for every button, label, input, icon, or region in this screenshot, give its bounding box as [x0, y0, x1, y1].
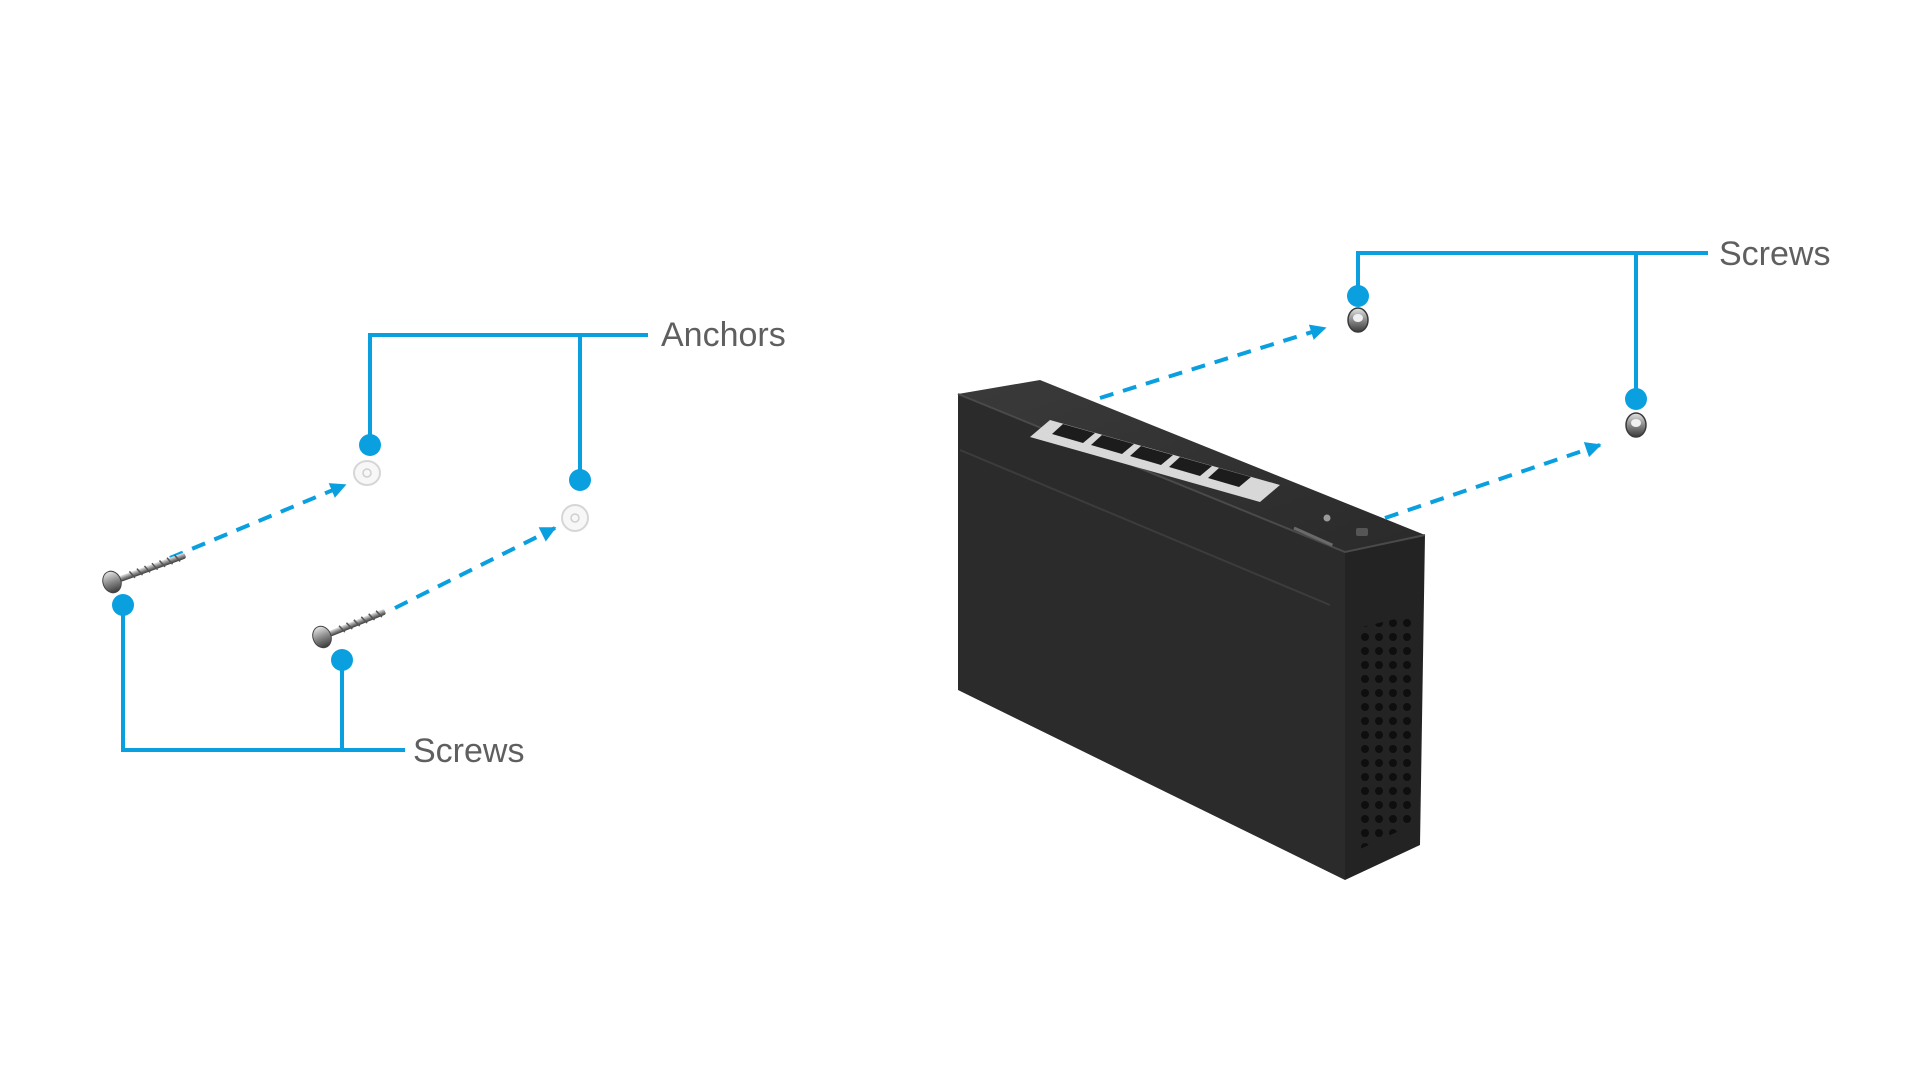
screws-callout-left: Screws — [112, 594, 524, 770]
screw-icon — [102, 553, 186, 594]
mount-arrow — [1384, 442, 1602, 520]
mount-arrow — [1099, 324, 1327, 400]
left-assembly: Anchors Scre — [102, 316, 786, 770]
anchor-icon — [561, 504, 589, 532]
screw-icon — [312, 609, 386, 649]
anchors-label: Anchors — [661, 316, 786, 354]
right-assembly: Screws — [957, 235, 1830, 880]
screw-icon — [1347, 307, 1369, 333]
power-jack — [1356, 528, 1368, 536]
screws-callout-right: Screws — [1347, 235, 1830, 410]
anchor-icon — [353, 460, 381, 486]
insert-arrow — [169, 483, 347, 560]
status-led — [1323, 514, 1331, 522]
anchors-callout: Anchors — [359, 316, 786, 491]
screws-label-right: Screws — [1719, 235, 1830, 273]
vent-grille — [1358, 615, 1412, 850]
ethernet-ports — [1030, 420, 1280, 502]
screws-label-left: Screws — [413, 732, 524, 770]
network-switch-icon — [957, 380, 1426, 880]
brand-marking — [1293, 526, 1333, 547]
insert-arrow — [394, 526, 557, 610]
screw-icon — [1625, 412, 1647, 438]
